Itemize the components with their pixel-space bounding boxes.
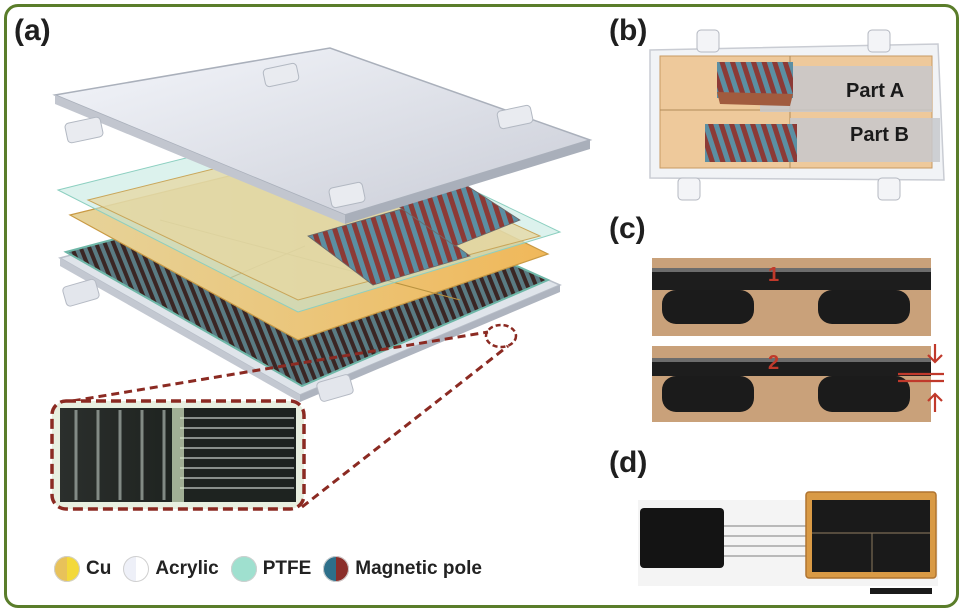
zoom-target-circle: [484, 323, 518, 349]
panel-label-c: (c): [609, 212, 646, 245]
legend-label-ptfe: PTFE: [262, 558, 312, 579]
legend: Cu Acrylic PTFE Magnetic pole: [54, 552, 494, 586]
marker-2: 2: [768, 352, 779, 374]
part-a-label: Part A: [846, 80, 904, 102]
scale-bar: [870, 588, 932, 594]
panel-c-cross-sections: 1 2: [652, 258, 944, 422]
legend-swatch-cu: [54, 556, 80, 582]
marker-1: 1: [768, 264, 779, 286]
legend-item-ptfe: PTFE: [230, 556, 312, 582]
zoom-leader-line-top: [59, 330, 489, 405]
legend-swatch-acrylic: [123, 556, 150, 582]
top-acrylic-plate: [52, 47, 593, 224]
gap-indicator-arrows: [898, 344, 944, 412]
legend-label-magnetic-pole: Magnetic pole: [355, 558, 482, 579]
panel-b-assembled-device: Part A Part B: [649, 29, 945, 201]
zoom-inset: [50, 399, 306, 511]
zoom-leader-line-bottom: [301, 344, 509, 509]
legend-swatch-ptfe: [230, 556, 257, 582]
panel-d-device-photo: [638, 491, 938, 594]
legend-label-acrylic: Acrylic: [155, 558, 219, 579]
panel-label-d: (d): [609, 446, 648, 479]
legend-item-magnetic-pole: Magnetic pole: [323, 556, 482, 582]
part-b-label: Part B: [850, 124, 909, 146]
panel-label-a: (a): [14, 14, 51, 47]
legend-item-acrylic: Acrylic: [123, 556, 219, 582]
legend-swatch-magnetic-pole: [323, 556, 350, 582]
legend-item-cu: Cu: [54, 556, 111, 582]
panel-label-b: (b): [609, 14, 648, 47]
legend-label-cu: Cu: [86, 558, 112, 579]
